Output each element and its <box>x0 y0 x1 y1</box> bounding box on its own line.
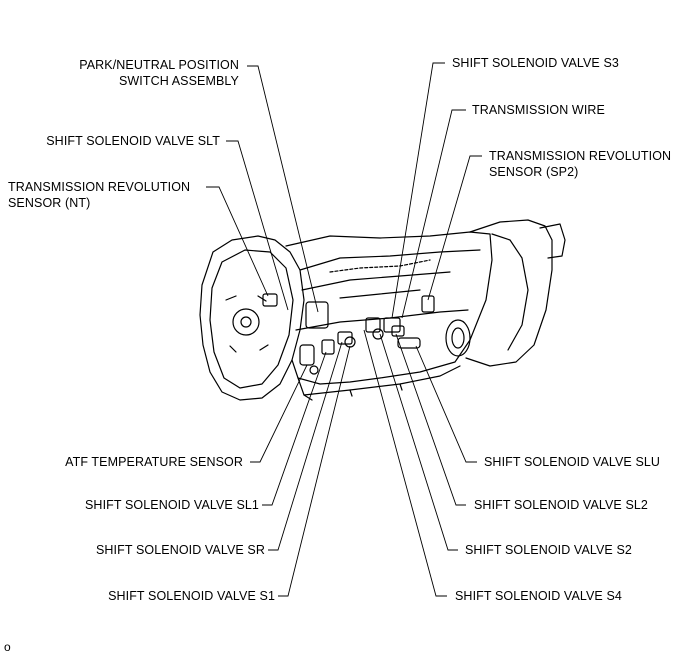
label-shift-solenoid-s1: SHIFT SOLENOID VALVE S1 <box>108 589 275 603</box>
pn-switch-body <box>305 301 329 329</box>
bell-housing <box>199 235 305 401</box>
label-shift-solenoid-sl1: SHIFT SOLENOID VALVE SL1 <box>85 498 259 512</box>
label-trans-revolution-nt: TRANSMISSION REVOLUTION SENSOR (NT) <box>8 180 191 210</box>
input-shaft <box>232 308 260 336</box>
label-shift-solenoid-s2: SHIFT SOLENOID VALVE S2 <box>465 543 632 557</box>
label-transmission-wire: TRANSMISSION WIRE <box>472 103 605 117</box>
nt-sensor-body <box>262 293 278 307</box>
label-shift-solenoid-sr: SHIFT SOLENOID VALVE SR <box>95 543 265 557</box>
label-shift-solenoid-slt: SHIFT SOLENOID VALVE SLT <box>46 134 220 148</box>
oil-pan <box>297 365 461 396</box>
label-atf-temperature-sensor: ATF TEMPERATURE SENSOR <box>65 455 243 469</box>
extension-housing <box>465 219 553 367</box>
output-flange <box>539 223 566 259</box>
figure-code: o <box>4 640 11 654</box>
label-shift-solenoid-sl2: SHIFT SOLENOID VALVE SL2 <box>474 498 648 512</box>
label-shift-solenoid-s4: SHIFT SOLENOID VALVE S4 <box>455 589 622 603</box>
label-shift-solenoid-s3: SHIFT SOLENOID VALVE S3 <box>452 56 619 70</box>
label-trans-revolution-sp2: TRANSMISSION REVOLUTION SENSOR (SP2) <box>489 149 672 179</box>
label-shift-solenoid-slu: SHIFT SOLENOID VALVE SLU <box>484 455 661 469</box>
label-park-neutral-switch: PARK/NEUTRAL POSITION SWITCH ASSEMBLY <box>79 58 239 88</box>
